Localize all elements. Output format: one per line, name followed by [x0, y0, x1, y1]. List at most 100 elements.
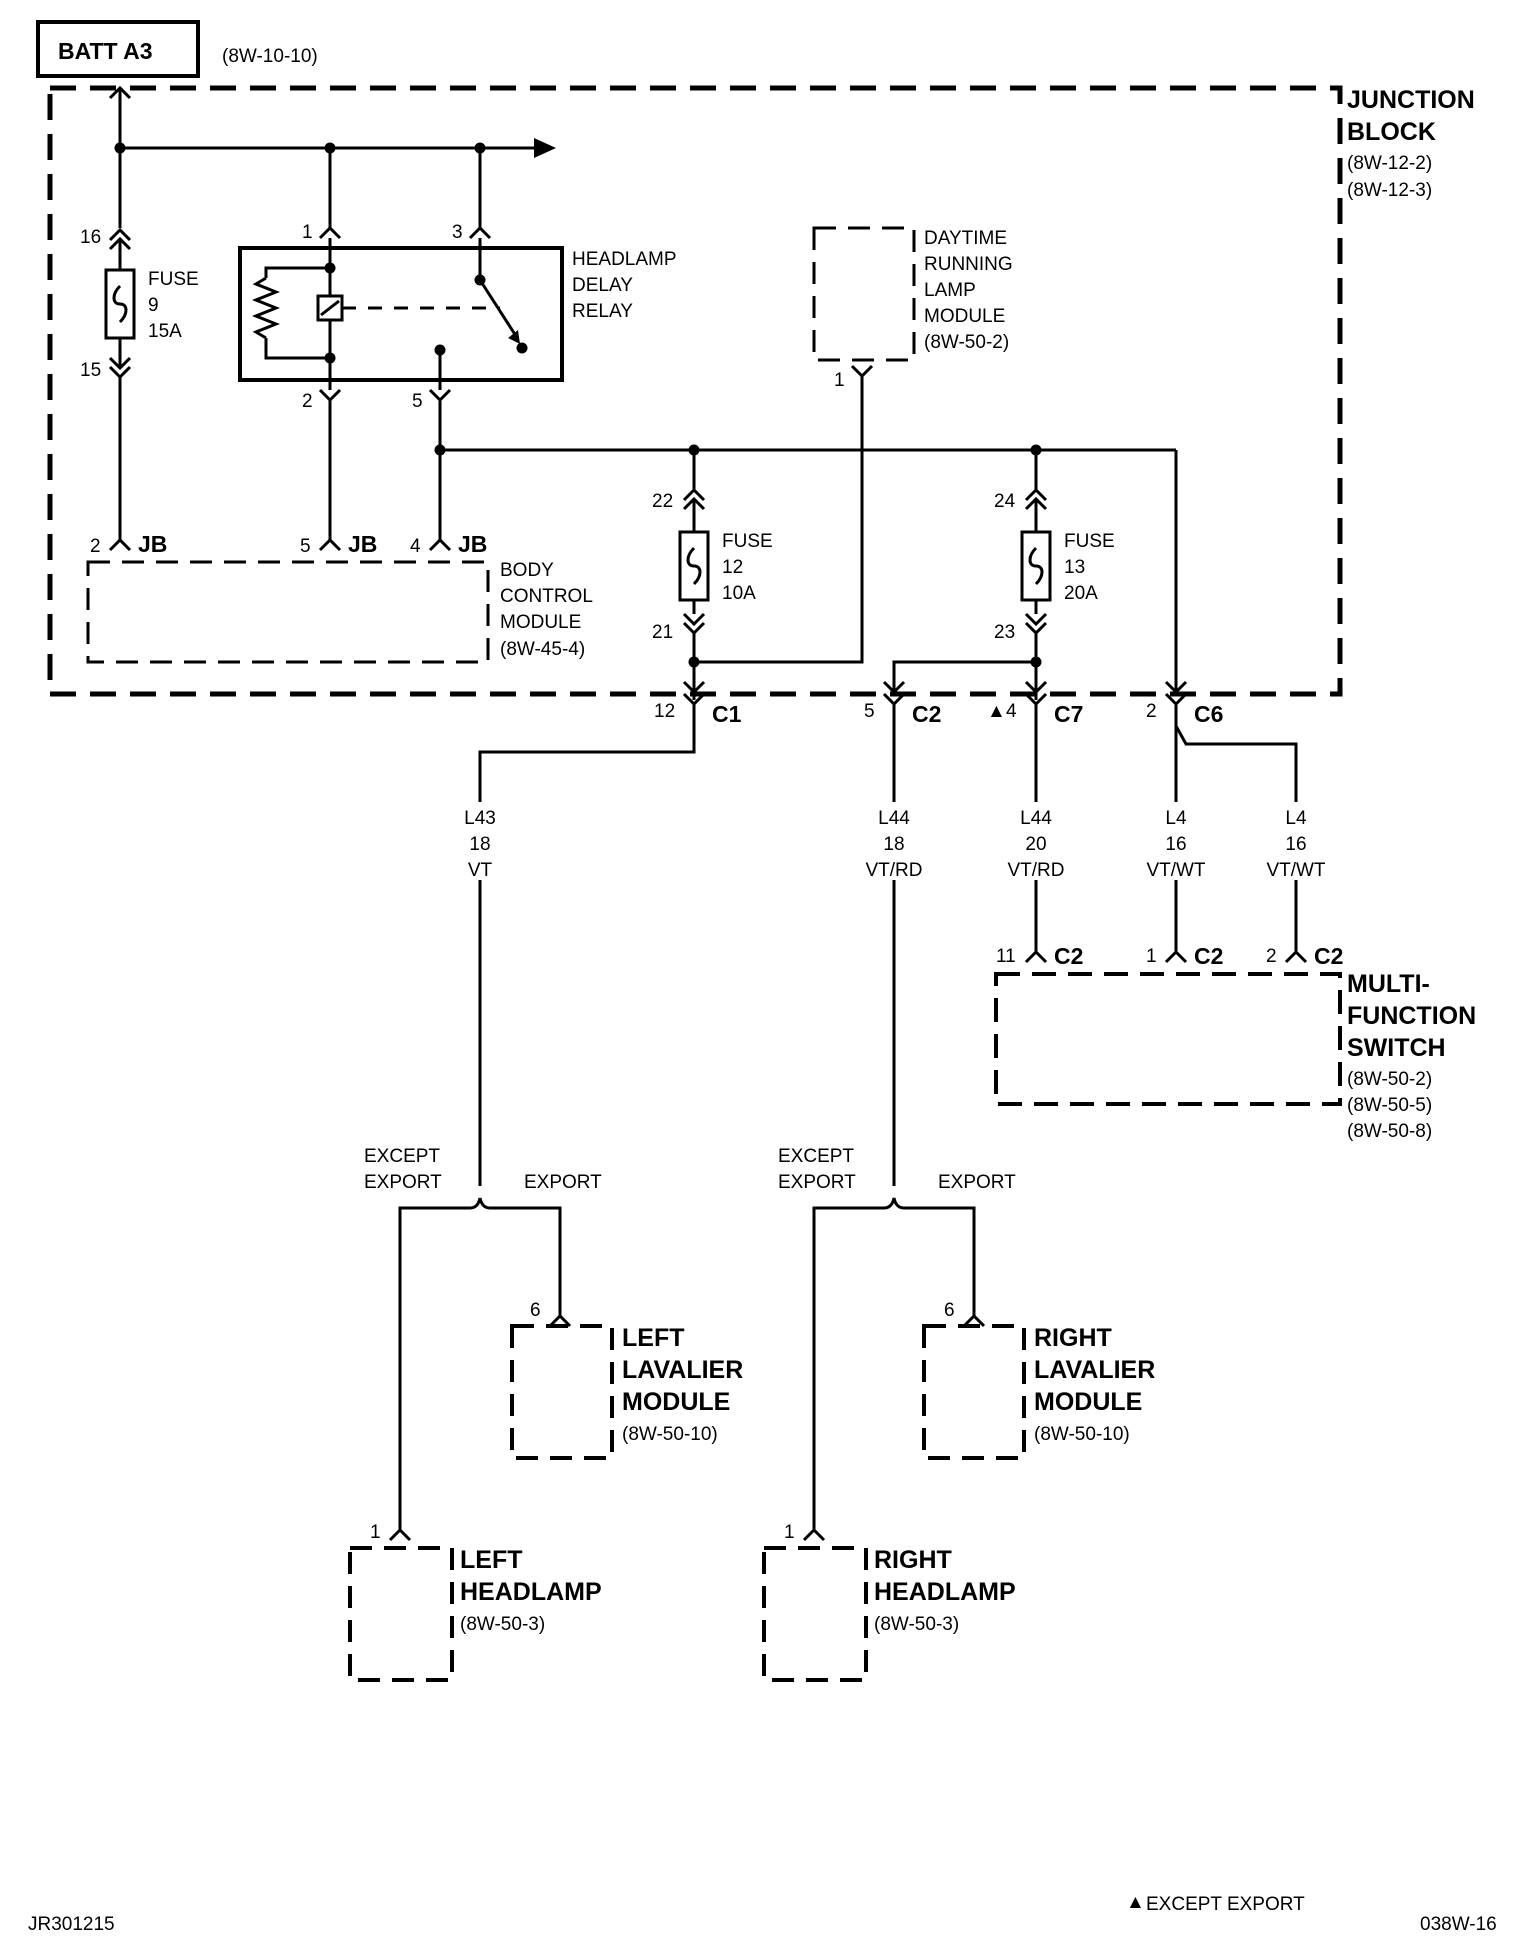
left-headlamp-title-1: LEFT [460, 1546, 523, 1574]
relay-pin-1: 1 [302, 222, 313, 243]
batt-label: BATT A3 [58, 38, 153, 64]
right-except-2: EXPORT [778, 1172, 856, 1193]
wire-5-circuit: L4 [1285, 808, 1307, 829]
drl-title-1: DAYTIME [924, 228, 1007, 249]
wire-3-color: VT/RD [1008, 860, 1065, 881]
right-headlamp-title-1: RIGHT [874, 1546, 952, 1574]
relay-title-1: HEADLAMP [572, 249, 677, 270]
left-lavalier-title-1: LEFT [622, 1324, 685, 1352]
left-lavalier-ref: (8W-50-10) [622, 1424, 718, 1445]
left-lavalier-pin: 6 [530, 1300, 541, 1321]
harness-wires [478, 704, 1298, 1186]
mfs-pin-1-conn: C2 [1054, 943, 1083, 969]
bcm-pin-2-conn: JB [348, 531, 377, 557]
right-headlamp-pin: 1 [784, 1522, 795, 1543]
fuse-13-rating: 20A [1064, 583, 1098, 604]
left-headlamp-outline [348, 1546, 454, 1682]
mfs-title-1: MULTI- [1347, 970, 1430, 998]
fuse-9-pin-bottom: 15 [80, 360, 101, 381]
right-headlamp-title-2: HEADLAMP [874, 1578, 1016, 1606]
fuse-13-number: 13 [1064, 557, 1085, 578]
wire-4-circuit: L4 [1165, 808, 1187, 829]
wire-3-circuit: L44 [1020, 808, 1052, 829]
c2-pin: 5 [864, 701, 875, 722]
bcm-pin-1-conn: JB [138, 531, 167, 557]
fuse-9-title: FUSE [148, 269, 199, 290]
wire-4-color: VT/WT [1146, 860, 1205, 881]
mfs-pin-2-conn: C2 [1194, 943, 1223, 969]
wire-2-color: VT/RD [866, 860, 923, 881]
fuse-13-title: FUSE [1064, 531, 1115, 552]
right-headlamp-outline [762, 1546, 868, 1682]
bcm-pin-3-conn: JB [458, 531, 487, 557]
drl-ref: (8W-50-2) [924, 332, 1009, 353]
left-split [388, 1197, 572, 1542]
batt-ref: (8W-10-10) [222, 46, 318, 67]
fuse-12-pin-top: 22 [652, 491, 673, 512]
bcm-title-2: CONTROL [500, 586, 593, 607]
left-lavalier-outline [510, 1324, 614, 1460]
mfs-title-3: SWITCH [1347, 1034, 1446, 1062]
mfs-ref-3: (8W-50-8) [1347, 1121, 1432, 1142]
left-lavalier-title-2: LAVALIER [622, 1356, 743, 1384]
left-except-1: EXCEPT [364, 1146, 440, 1167]
fuse-9-number: 9 [148, 295, 159, 316]
wire-2-gauge: 18 [883, 834, 904, 855]
c6-name: C6 [1194, 701, 1223, 727]
fuse-12-number: 12 [722, 557, 743, 578]
c2-name: C2 [912, 701, 941, 727]
right-split [802, 1197, 986, 1542]
footnote-mark: ▲ [1126, 1892, 1145, 1913]
right-headlamp-ref: (8W-50-3) [874, 1614, 959, 1635]
left-except-2: EXPORT [364, 1172, 442, 1193]
batt-bus [108, 85, 556, 228]
wire-3-gauge: 20 [1025, 834, 1046, 855]
right-lavalier-ref: (8W-50-10) [1034, 1424, 1130, 1445]
right-export: EXPORT [938, 1172, 1016, 1193]
right-except-1: EXCEPT [778, 1146, 854, 1167]
footer-left-code: JR301215 [28, 1914, 115, 1935]
left-export: EXPORT [524, 1172, 602, 1193]
c7-mark: ▲ [987, 701, 1006, 722]
wire-1-gauge: 18 [469, 834, 490, 855]
footnote-text: EXCEPT EXPORT [1146, 1894, 1305, 1915]
junction-block-title-2: BLOCK [1347, 118, 1436, 146]
drl-module-outline [812, 226, 916, 362]
fuse-9 [104, 227, 136, 552]
bcm-pin-2-num: 5 [300, 536, 311, 557]
drl-title-3: LAMP [924, 280, 976, 301]
mfs-pin-1-num: 11 [996, 946, 1016, 967]
relay-title-3: RELAY [572, 301, 633, 322]
drl-pin: 1 [834, 370, 845, 391]
wire-1-circuit: L43 [464, 808, 496, 829]
junction-block-title-1: JUNCTION [1347, 86, 1475, 114]
mfs-ref-1: (8W-50-2) [1347, 1069, 1432, 1090]
bcm-pin-3-num: 4 [410, 536, 421, 557]
fuse-12 [678, 450, 710, 700]
c7-name: C7 [1054, 701, 1083, 727]
mfs-pin-3-num: 2 [1266, 946, 1277, 967]
relay-pin-3: 3 [452, 222, 463, 243]
bcm-pin-1-num: 2 [90, 536, 101, 557]
wire-4-gauge: 16 [1165, 834, 1186, 855]
mfs-ref-2: (8W-50-5) [1347, 1095, 1432, 1116]
wire-5-color: VT/WT [1266, 860, 1325, 881]
mfs-pin-2-num: 1 [1146, 946, 1157, 967]
batt-box [36, 20, 200, 78]
fuse-12-title: FUSE [722, 531, 773, 552]
fuse-12-pin-bottom: 21 [652, 622, 673, 643]
bcm-ref: (8W-45-4) [500, 639, 585, 660]
left-headlamp-ref: (8W-50-3) [460, 1614, 545, 1635]
left-headlamp-pin: 1 [370, 1522, 381, 1543]
fuse-13 [892, 450, 1052, 700]
bcm-title-1: BODY [500, 560, 554, 581]
c1-name: C1 [712, 701, 742, 727]
headlamp-delay-relay [238, 148, 564, 403]
c1-pin: 12 [654, 701, 675, 722]
mfs-title-2: FUNCTION [1347, 1002, 1476, 1030]
right-lavalier-title-2: LAVALIER [1034, 1356, 1155, 1384]
bcm-title-3: MODULE [500, 612, 581, 633]
right-lavalier-title-3: MODULE [1034, 1388, 1142, 1416]
fuse-9-rating: 15A [148, 321, 182, 342]
